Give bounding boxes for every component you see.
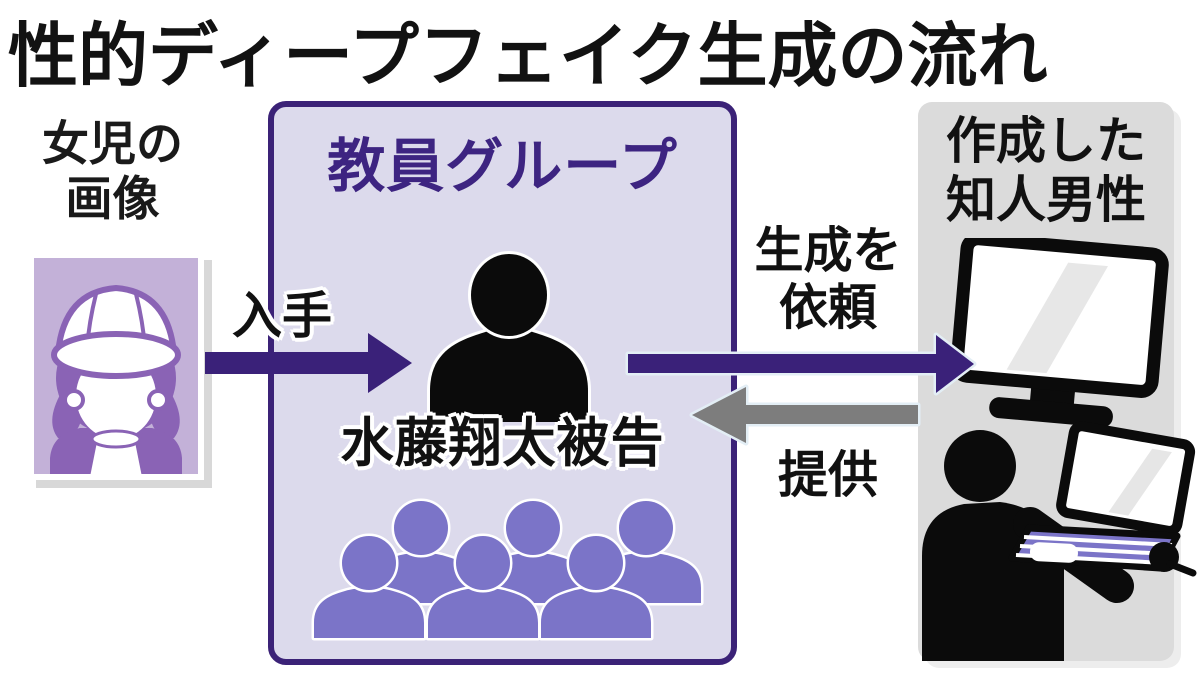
desktop-monitor-icon [950, 238, 1169, 428]
defendant-name-label: 水藤翔太被告 [340, 414, 665, 473]
request-arrow-label-line1: 生成を [754, 224, 902, 278]
man-holding-laptop-icon [922, 421, 1197, 661]
teacher-group-box: 教員グループ [268, 101, 737, 665]
person-bust-icon [427, 251, 591, 422]
creator-label-line2: 知人男性 [946, 172, 1146, 228]
teacher-group-title: 教員グループ [327, 134, 678, 199]
provide-arrow-label: 提供 [778, 447, 878, 503]
creator-label: 作成した 知人男性 [918, 112, 1174, 230]
people-group-icon [311, 498, 706, 646]
source-image-label-line1: 女児の [42, 117, 183, 170]
creator-label-line1: 作成した [946, 113, 1146, 169]
creator-panel: 作成した 知人男性 [918, 102, 1197, 661]
source-image-label: 女児の 画像 [10, 116, 215, 227]
girl-photo-frame [28, 252, 204, 480]
obtain-arrow-label: 入手 [232, 288, 332, 344]
request-arrow-label-line2: 依頼 [778, 280, 877, 335]
request-arrow-label: 生成を 依頼 [733, 223, 923, 337]
girl-photo-icon [34, 258, 198, 475]
source-image-label-line2: 画像 [65, 172, 160, 226]
page-title: 性的ディープフェイク生成の流れ [8, 17, 1048, 95]
